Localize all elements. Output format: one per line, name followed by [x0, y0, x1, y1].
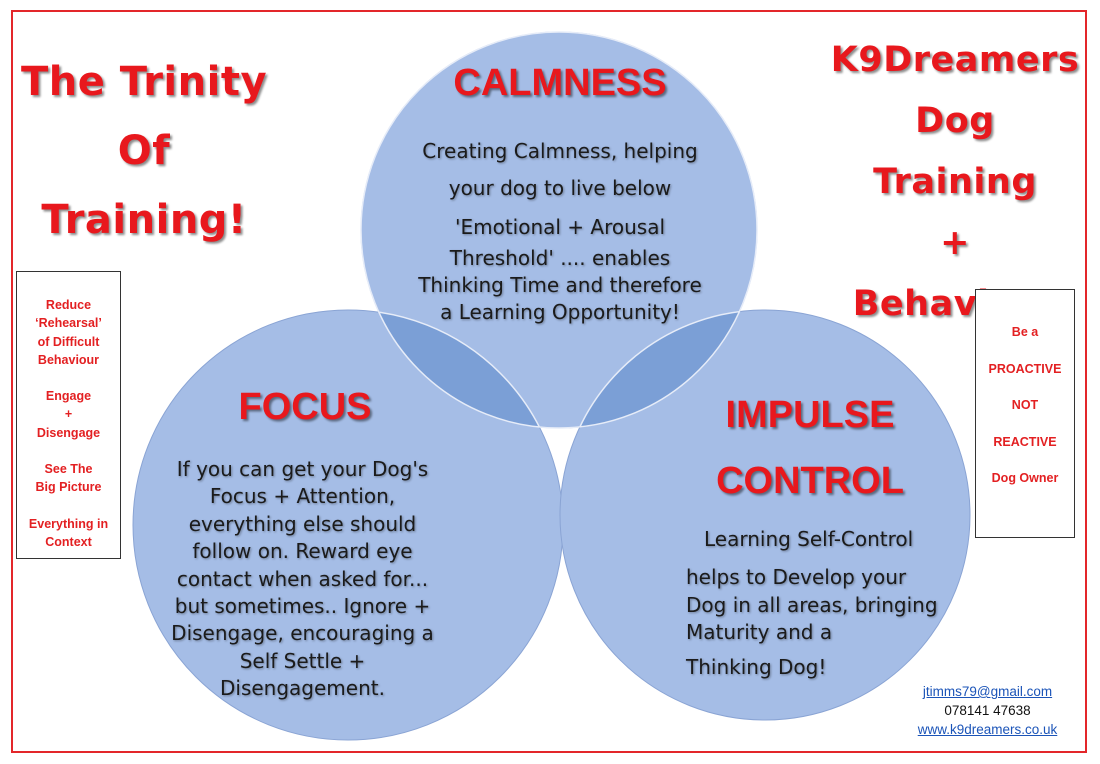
title-left-line: The Trinity	[20, 59, 268, 105]
website-link[interactable]: www.k9dreamers.co.uk	[917, 722, 1058, 737]
title-right-line: Dog Training	[873, 101, 1037, 202]
focus-line: Self Settle +	[239, 648, 366, 673]
title-left-line: Training!	[41, 197, 247, 243]
left-box-line: Reduce	[45, 298, 92, 312]
impulse-line: Dog in all areas, bringing	[686, 593, 938, 617]
left-box-line: +	[64, 407, 73, 422]
title-k9dreamers: K9Dreamers Dog Training + Behaviour	[830, 30, 1080, 335]
phone-number: 078141 47638	[944, 703, 1031, 718]
right-box-line: PROACTIVE	[988, 361, 1062, 376]
left-box-line: Big Picture	[35, 480, 102, 495]
focus-line: Disengage, encouraging a	[171, 621, 434, 646]
left-box-line: See The	[44, 462, 93, 477]
left-box-line: Behaviour	[37, 352, 100, 367]
focus-line: Focus + Attention,	[209, 484, 396, 509]
focus-heading: FOCUS	[238, 386, 372, 428]
right-box-line: Be a	[1011, 325, 1039, 339]
title-trinity: The Trinity Of Training!	[20, 48, 268, 255]
focus-line: Disengagement.	[220, 676, 385, 701]
email-link[interactable]: jtimms79@gmail.com	[922, 684, 1053, 699]
left-box-line: ‘Rehearsal’	[35, 316, 102, 331]
left-box-line: Engage	[45, 389, 92, 404]
impulse-line: helps to Develop your	[686, 565, 907, 589]
contact-block: jtimms79@gmail.com 078141 47638 www.k9dr…	[905, 682, 1070, 739]
calmness-line: 'Emotional + Arousal	[454, 215, 666, 239]
right-box-line: Dog Owner	[991, 471, 1059, 486]
calmness-text: Creating Calmness, helping your dog to l…	[405, 133, 715, 326]
impulse-line: Learning Self-Control	[704, 527, 914, 551]
title-right-line: K9Dreamers	[830, 40, 1080, 80]
page-border	[11, 10, 1087, 753]
left-box-line: Disengage	[36, 425, 101, 440]
focus-line: follow on. Reward eye	[192, 539, 413, 564]
impulse-heading-line1: IMPULSE	[725, 394, 895, 436]
left-box-line: Context	[45, 534, 92, 549]
focus-text: If you can get your Dog's Focus + Attent…	[165, 456, 440, 703]
left-info-box: Reduce ‘Rehearsal’ of Difficult Behaviou…	[16, 271, 121, 559]
impulse-line: Maturity and a	[686, 620, 833, 644]
focus-line: If you can get your Dog's	[176, 457, 429, 481]
left-box-line: Everything in	[28, 516, 109, 531]
title-right-line: +	[940, 223, 970, 263]
calmness-line: Thinking Time and therefore	[418, 273, 702, 297]
title-left-line: Of	[117, 128, 171, 174]
circle-impulse-control	[559, 309, 971, 721]
impulse-heading-line2: CONTROL	[716, 460, 904, 502]
focus-line: everything else should	[188, 511, 417, 536]
calmness-heading: CALMNESS	[453, 62, 667, 104]
calmness-line: Creating Calmness, helping	[422, 139, 698, 163]
calmness-line: a Learning Opportunity!	[440, 300, 680, 324]
focus-line: but sometimes.. Ignore +	[174, 594, 431, 619]
calmness-line: your dog to live below	[448, 176, 672, 200]
calmness-line: Threshold' .... enables	[449, 246, 671, 270]
focus-line: contact when asked for...	[176, 566, 429, 591]
impulse-line: Thinking Dog!	[686, 655, 827, 679]
right-info-box: Be a PROACTIVE NOT REACTIVE Dog Owner	[975, 289, 1075, 538]
right-box-line: NOT	[1011, 398, 1039, 413]
impulse-text: Learning Self-Control helps to Develop y…	[686, 524, 956, 682]
left-box-line: of Difficult	[37, 334, 100, 349]
right-box-line: REACTIVE	[993, 434, 1057, 449]
